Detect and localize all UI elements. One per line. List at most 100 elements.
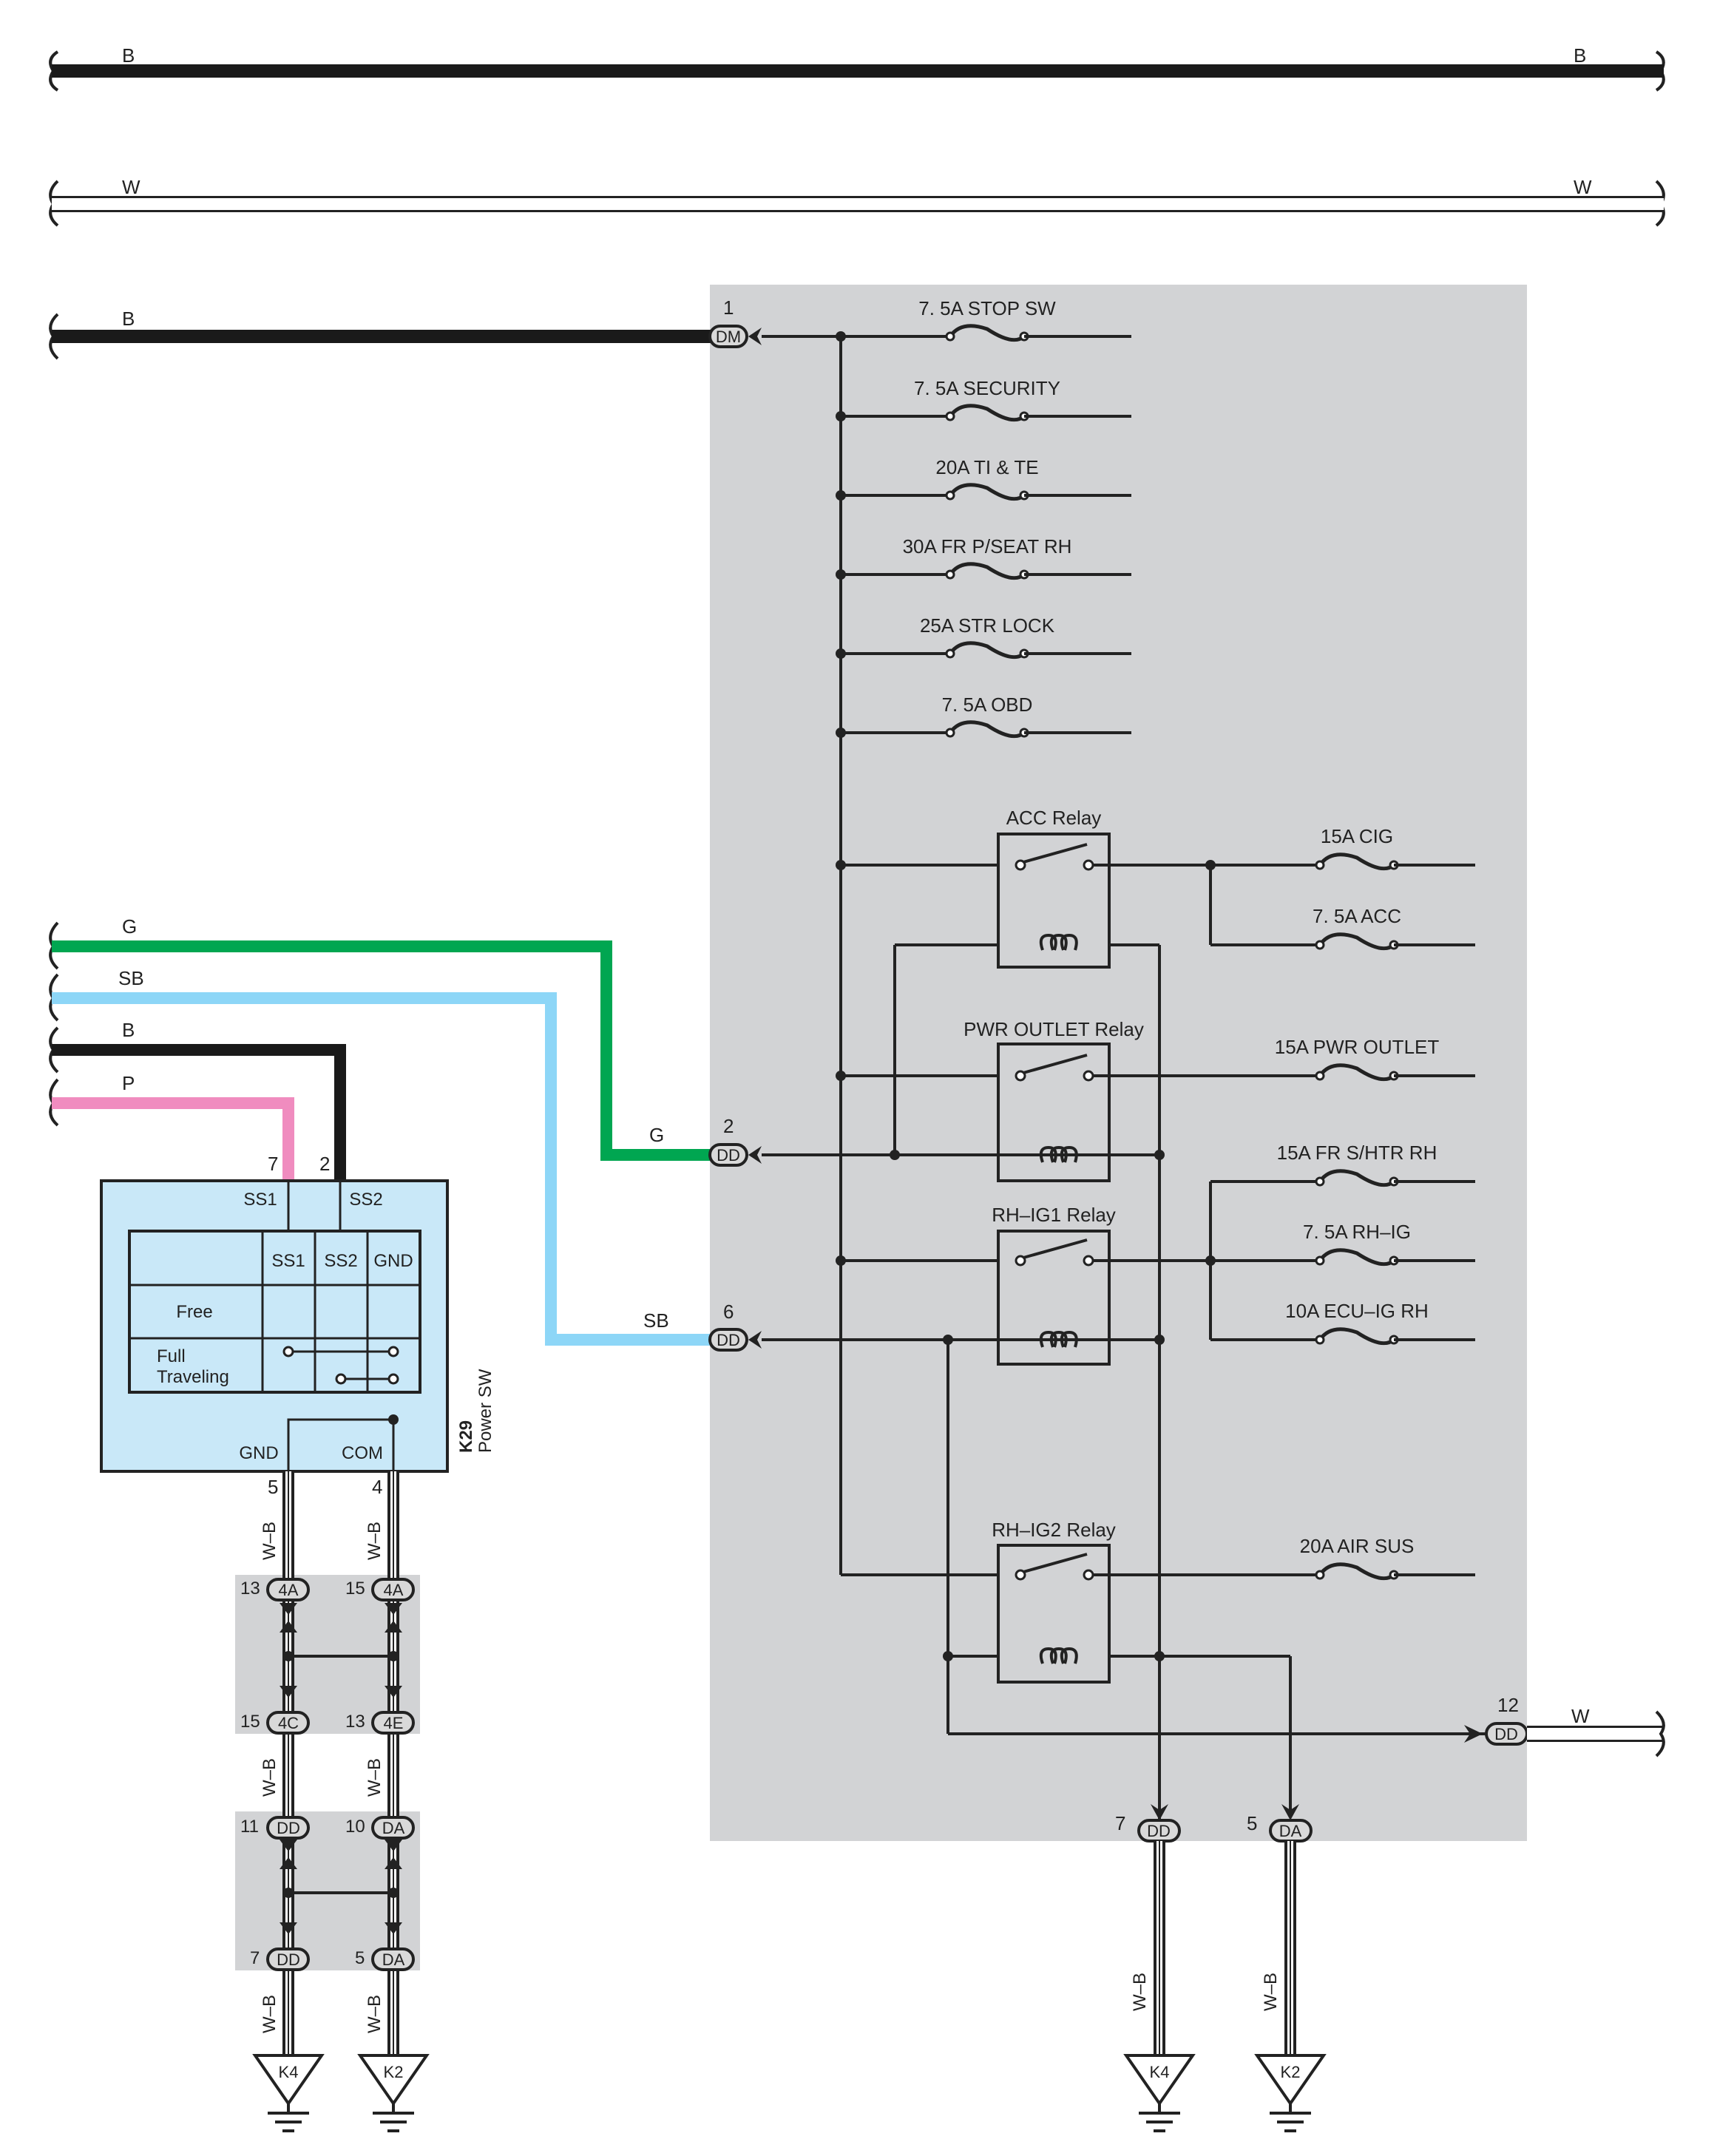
fuse-fr-shtr-label: 15A FR S/HTR RH xyxy=(1277,1142,1437,1164)
fuse-pwr-outlet: 15A PWR OUTLET xyxy=(1093,1036,1475,1082)
fuse-cig: 15A CIG xyxy=(1210,825,1475,871)
wire-g-label-right: G xyxy=(649,1124,664,1146)
power-switch-ss1-top: SS1 xyxy=(243,1190,277,1210)
connector-4a-left: 13 4A xyxy=(240,1578,310,1601)
power-switch-code: K29 xyxy=(456,1420,476,1453)
left-wire-wb-6: W–B xyxy=(365,1995,385,2033)
fuse-ecu-ig-label: 10A ECU–IG RH xyxy=(1285,1300,1429,1322)
connector-jb-dd7-pin: 7 xyxy=(1115,1812,1125,1834)
top-b-label-left: B xyxy=(122,44,135,67)
connector-da10-code: DA xyxy=(382,1819,405,1837)
rh-ig1-relay-label: RH–IG1 Relay xyxy=(992,1204,1116,1226)
power-switch-pin-com: 4 xyxy=(372,1476,382,1498)
fuse-obd-label: 7. 5A OBD xyxy=(942,694,1033,716)
fuse-acc-label: 7. 5A ACC xyxy=(1313,905,1401,927)
top-w-wire: W W xyxy=(49,176,1665,227)
acc-relay-label: ACC Relay xyxy=(1006,807,1102,829)
fuse-rh-ig: 7. 5A RH–IG xyxy=(1216,1221,1475,1267)
power-switch-name: Power SW xyxy=(475,1369,495,1453)
connector-4a-left-code: 4A xyxy=(279,1581,299,1599)
connector-dd12-wire: W xyxy=(1571,1705,1590,1727)
wire-p-label-left: P xyxy=(122,1072,135,1094)
connector-jb-dd7: 7 DD xyxy=(1115,1804,1181,1843)
fuse-fr-pseat: 30A FR P/SEAT RH xyxy=(841,535,1131,580)
wire-p: P 7 xyxy=(52,1072,294,1181)
ground-k2-right-label: K2 xyxy=(1281,2063,1301,2081)
top-b-label-right: B xyxy=(1574,44,1586,67)
connector-dm1-code: DM xyxy=(716,328,741,346)
wire-sb-label-right: SB xyxy=(643,1309,669,1332)
fuse-ti-te: 20A TI & TE xyxy=(841,456,1131,501)
connector-dd11-code: DD xyxy=(277,1819,300,1837)
wire-p-pin: 7 xyxy=(268,1153,278,1175)
fuse-security: 7. 5A SECURITY xyxy=(841,377,1131,422)
rh-ig1-relay: RH–IG1 Relay xyxy=(841,1204,1216,1366)
power-switch-hdr-ss1: SS1 xyxy=(271,1251,305,1271)
fuse-stop-sw-label: 7. 5A STOP SW xyxy=(918,297,1056,319)
bus-junction-dots xyxy=(836,331,846,1266)
ground-k2-left: K2 xyxy=(357,2054,430,2132)
connector-dd11-num: 11 xyxy=(240,1817,259,1837)
coil-junction-dots xyxy=(890,1150,1165,1661)
wire-b-left: B 2 xyxy=(52,1019,346,1181)
connector-dd7-left-code: DD xyxy=(277,1950,300,1969)
connector-dd2-pin: 2 xyxy=(723,1115,734,1137)
fuse-rh-ig-label: 7. 5A RH–IG xyxy=(1303,1221,1411,1243)
fuse-air-sus-label: 20A AIR SUS xyxy=(1300,1535,1415,1557)
fuse-acc: 7. 5A ACC xyxy=(1313,905,1475,951)
connector-jb-da5: 5 DA xyxy=(1247,1804,1313,1843)
relay-output-fuses: 15A CIG 7. 5A ACC 15A PWR OUTLET 15A FR xyxy=(1093,825,1475,1581)
connector-4a-left-num: 13 xyxy=(240,1579,260,1599)
fuse-fr-pseat-label: 30A FR P/SEAT RH xyxy=(903,535,1072,557)
ground-k4-right-label: K4 xyxy=(1150,2063,1170,2081)
connector-4c-code: 4C xyxy=(278,1714,299,1732)
connector-da5-left-code: DA xyxy=(382,1950,405,1969)
b-wire-dm-label: B xyxy=(122,308,135,330)
connector-da5-left-num: 5 xyxy=(355,1948,365,1968)
ground-k2-left-label: K2 xyxy=(384,2063,404,2081)
wire-sb-label-left: SB xyxy=(118,967,144,989)
bus-lines xyxy=(762,335,998,1576)
connector-4a-right-code: 4A xyxy=(384,1581,404,1599)
connector-jb-dd7-code: DD xyxy=(1147,1822,1171,1840)
power-switch: SS1 SS2 SS1 SS2 GND Free Full Traveling … xyxy=(100,1179,495,1498)
fuse-fr-shtr: 15A FR S/HTR RH xyxy=(1277,1142,1475,1187)
connector-da10: 10 DA xyxy=(345,1816,415,1840)
rh-ig2-relay-label: RH–IG2 Relay xyxy=(992,1519,1116,1541)
fuse-air-sus: 20A AIR SUS xyxy=(1093,1535,1475,1581)
power-switch-gnd-label: GND xyxy=(239,1443,278,1463)
connector-dd12: 12 DD W xyxy=(1464,1694,1665,1757)
right-wire-wb-1: W–B xyxy=(1130,1973,1150,2011)
fuse-str-lock-label: 25A STR LOCK xyxy=(920,614,1055,637)
connector-dm1-pin: 1 xyxy=(723,296,734,319)
connector-dd6-code: DD xyxy=(717,1331,740,1349)
fuse-ti-te-label: 20A TI & TE xyxy=(935,456,1038,478)
power-switch-com-label: COM xyxy=(342,1443,383,1463)
fuse-rows: 7. 5A STOP SW 7. 5A SECURITY 20A TI & TE… xyxy=(841,297,1131,739)
connector-dm1: 1 DM xyxy=(708,296,762,348)
ground-k4-right: K4 xyxy=(1123,2054,1196,2132)
wire-g: G G xyxy=(52,915,714,1161)
fuse-obd: 7. 5A OBD xyxy=(841,694,1131,739)
left-wire-wb-2: W–B xyxy=(365,1522,385,1560)
connector-4c: 15 4C xyxy=(240,1711,310,1735)
connector-dd11: 11 DD xyxy=(240,1816,310,1840)
power-switch-row-full-2: Traveling xyxy=(157,1367,229,1387)
power-switch-hdr-ss2: SS2 xyxy=(324,1251,357,1271)
ground-chain-connectors: 13 4A 15 4A 15 4C 13 4E 11 DD 10 DA xyxy=(240,1578,415,1971)
connector-dd2-code: DD xyxy=(717,1146,740,1165)
ground-k4-left-label: K4 xyxy=(279,2063,299,2081)
connector-dd7-left-num: 7 xyxy=(250,1948,260,1968)
power-switch-hdr-gnd: GND xyxy=(373,1251,413,1271)
right-wire-wb-2: W–B xyxy=(1261,1973,1281,2011)
connector-dd7-left: 7 DD xyxy=(250,1947,310,1971)
fuse-security-label: 7. 5A SECURITY xyxy=(914,377,1060,399)
ground-k2-right: K2 xyxy=(1254,2054,1327,2132)
left-wire-wb-5: W–B xyxy=(260,1995,280,2033)
pwr-outlet-relay-label: PWR OUTLET Relay xyxy=(964,1018,1144,1040)
wire-b-pin: 2 xyxy=(319,1153,330,1175)
connector-jb-da5-code: DA xyxy=(1279,1822,1302,1840)
connector-dd12-code: DD xyxy=(1494,1725,1518,1743)
connector-da10-num: 10 xyxy=(345,1817,365,1837)
